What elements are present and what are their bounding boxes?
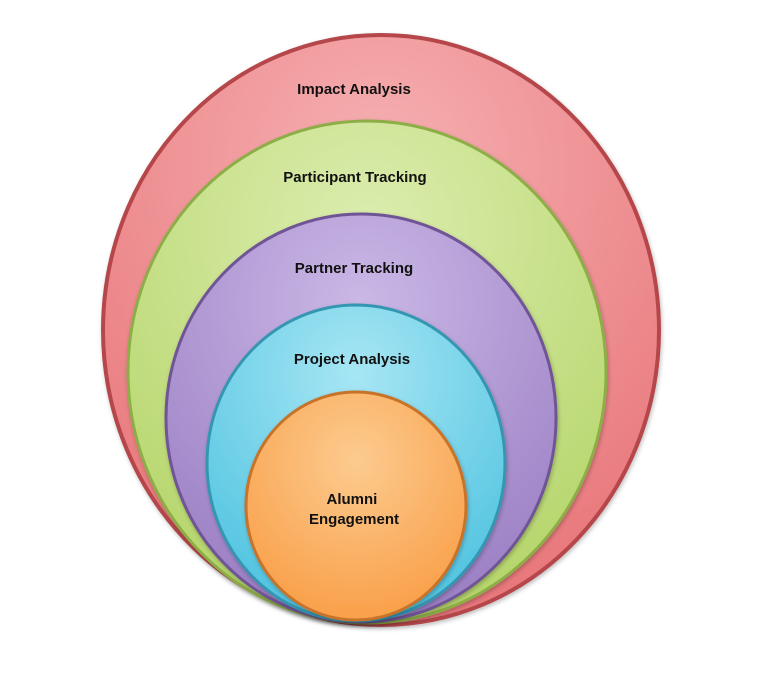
impact-analysis-label: Impact Analysis xyxy=(297,81,411,98)
partner-tracking-label: Partner Tracking xyxy=(295,260,413,277)
alumni-engagement-line-2: Engagement xyxy=(309,511,399,528)
alumni-engagement-circle xyxy=(244,390,468,622)
alumni-engagement-line-1: Alumni xyxy=(326,491,377,508)
project-analysis-label: Project Analysis xyxy=(294,351,410,368)
layer-alumni-engagement: Alumni Engagement xyxy=(244,390,468,622)
participant-tracking-label: Participant Tracking xyxy=(283,169,426,186)
alumni-engagement-label: Alumni Engagement xyxy=(309,491,399,528)
